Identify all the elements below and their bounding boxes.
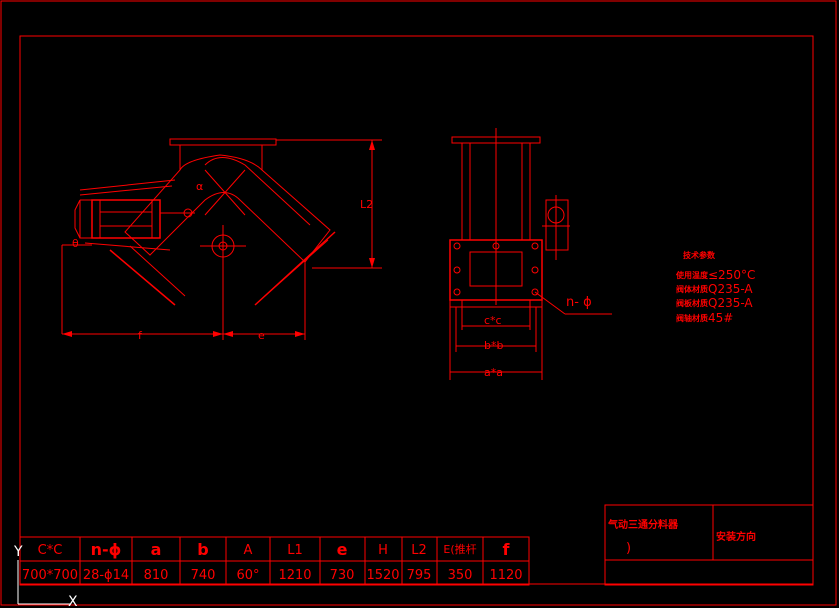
tech-row-2-label: 阀板材质 bbox=[676, 298, 708, 308]
ucs-icon: Y X bbox=[13, 544, 78, 608]
tech-params-title: 技术参数 bbox=[683, 250, 716, 260]
side-opening bbox=[469, 251, 523, 287]
tech-row-0-label: 使用温度 bbox=[675, 270, 709, 280]
hdr-A: A bbox=[244, 543, 253, 558]
tech-row-0-value: ≤250°C bbox=[708, 268, 755, 282]
hdr-a: a bbox=[151, 540, 162, 559]
alpha-label: α bbox=[196, 180, 203, 193]
front-view: α θ L2 f e bbox=[61, 138, 382, 342]
hdr-e: e bbox=[337, 540, 348, 559]
theta-label: θ bbox=[72, 237, 79, 250]
nphi-label: n- ϕ bbox=[566, 295, 592, 310]
tech-row-1-value: Q235-A bbox=[708, 282, 753, 296]
val-cc: 700*700 bbox=[22, 568, 78, 583]
elbow-body bbox=[124, 154, 331, 263]
hdr-nphi: n-ϕ bbox=[91, 540, 122, 559]
ucs-x-mark: X bbox=[68, 594, 78, 608]
tech-row-2-value: Q235-A bbox=[708, 296, 753, 310]
tech-row-1-label: 阀体材质 bbox=[676, 284, 708, 294]
hdr-f: f bbox=[503, 540, 511, 559]
val-L1: 1210 bbox=[278, 568, 311, 583]
hdr-L1: L1 bbox=[287, 543, 303, 558]
top-flange bbox=[169, 138, 277, 146]
hdr-L2: L2 bbox=[411, 543, 427, 558]
e-dim-label: e bbox=[258, 329, 265, 342]
val-L2: 795 bbox=[407, 568, 432, 583]
hdr-E: E(推杆 bbox=[443, 542, 476, 556]
hdr-H: H bbox=[378, 543, 388, 558]
tech-row-3-value: 45# bbox=[708, 311, 733, 325]
L2-dim-label: L2 bbox=[360, 198, 373, 211]
title-block: 气动三通分料器 ) 安装方向 bbox=[604, 504, 814, 586]
cc-dim-label: c*c bbox=[484, 314, 502, 327]
side-view: n- ϕ c*c b*b a*a bbox=[449, 128, 612, 380]
val-e: 730 bbox=[330, 568, 355, 583]
left-outlet-flange bbox=[109, 249, 176, 306]
spec-table: C*C n-ϕ a b A L1 e H L2 E(推杆 f 700*700 2… bbox=[19, 536, 530, 586]
ucs-y-label: Y bbox=[13, 544, 23, 560]
bb-dim-label: b*b bbox=[484, 339, 503, 352]
val-f: 1120 bbox=[489, 568, 522, 583]
val-H: 1520 bbox=[366, 568, 399, 583]
hdr-cc: C*C bbox=[38, 543, 63, 558]
f-dim-label: f bbox=[138, 329, 143, 342]
val-a: 810 bbox=[144, 568, 169, 583]
tech-row-3-label: 阀轴材质 bbox=[676, 313, 708, 323]
val-A: 60° bbox=[236, 568, 259, 583]
tech-params: 技术参数 使用温度 ≤250°C 阀体材质 Q235-A 阀板材质 Q235-A… bbox=[675, 250, 755, 325]
val-nphi: 28-ϕ14 bbox=[83, 568, 129, 583]
val-b: 740 bbox=[191, 568, 216, 583]
product-name-paren: ) bbox=[626, 541, 631, 556]
val-E: 350 bbox=[448, 568, 473, 583]
install-direction-label: 安装方向 bbox=[716, 530, 756, 543]
product-name: 气动三通分料器 bbox=[607, 518, 679, 531]
hdr-b: b bbox=[197, 540, 208, 559]
drawing-frame bbox=[19, 35, 814, 585]
pneumatic-cylinder bbox=[91, 199, 161, 239]
aa-dim-label: a*a bbox=[484, 366, 503, 379]
